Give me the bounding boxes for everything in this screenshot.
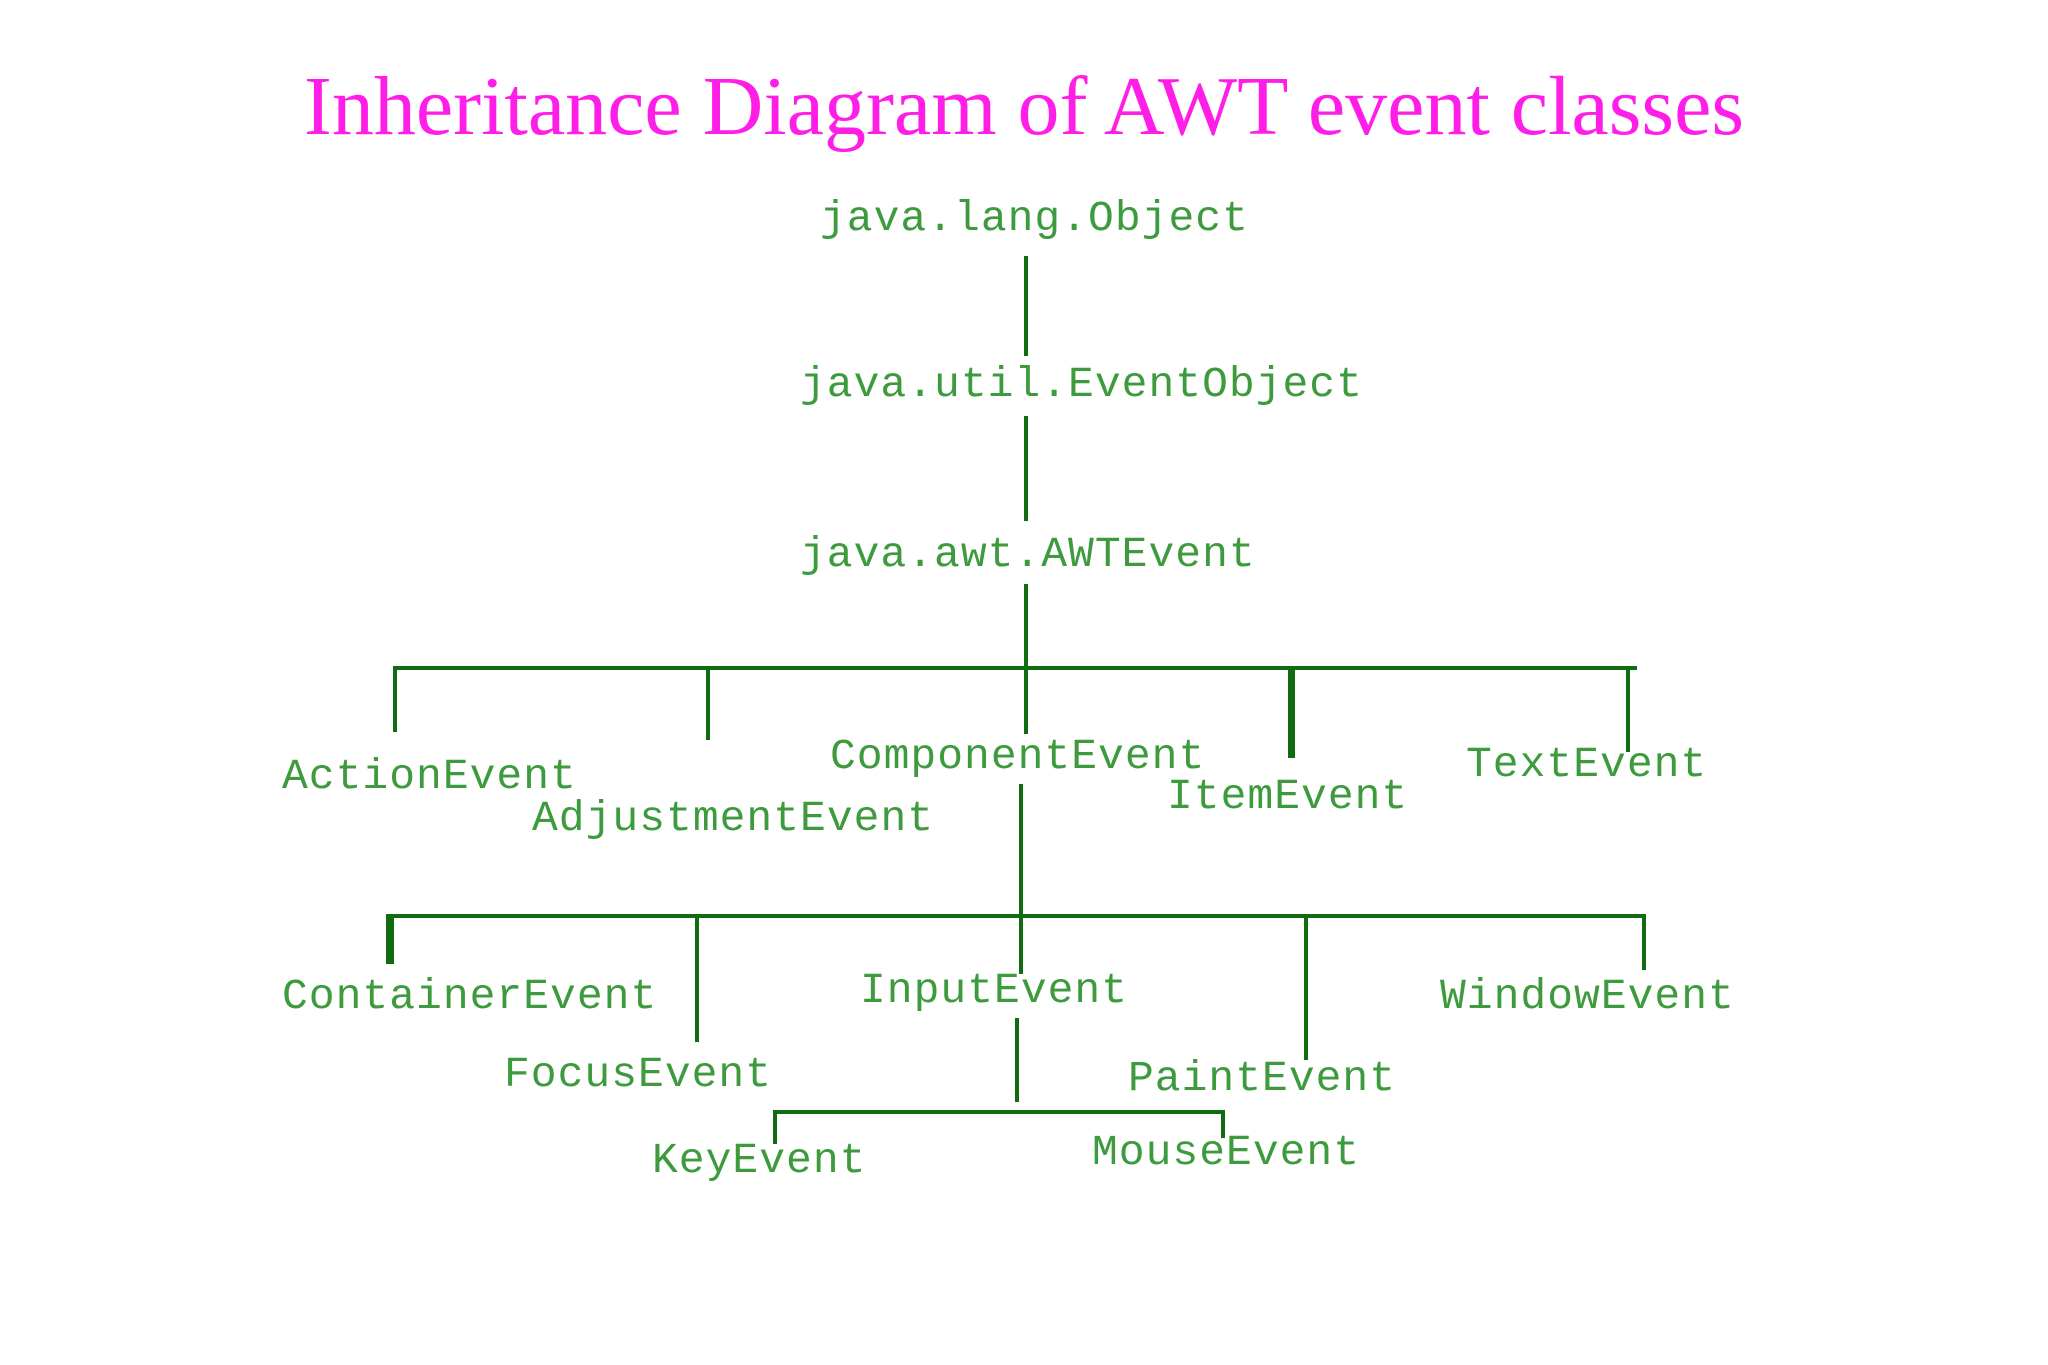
edge-to-paintevent	[1304, 914, 1308, 1060]
slide-title: Inheritance Diagram of AWT event classes	[303, 60, 1745, 153]
edge-to-itemevent	[1288, 666, 1295, 758]
edge-inputevent-crossbar	[773, 1110, 1225, 1114]
edge-to-keyevent	[773, 1110, 777, 1144]
node-java-awt-awtevent: java.awt.AWTEvent	[800, 530, 1256, 579]
node-textevent: TextEvent	[1466, 740, 1708, 789]
node-focusevent: FocusEvent	[504, 1050, 773, 1099]
node-actionevent: ActionEvent	[282, 752, 577, 801]
edge-eventobject-to-awtevent	[1024, 416, 1028, 521]
node-java-util-eventobject: java.util.EventObject	[800, 360, 1363, 409]
node-containerevent: ContainerEvent	[282, 972, 658, 1021]
node-adjustmentevent: AdjustmentEvent	[532, 794, 935, 843]
edge-to-textevent	[1626, 666, 1630, 752]
edge-to-componentevent	[1024, 666, 1028, 734]
edge-to-mouseevent	[1221, 1110, 1225, 1138]
node-java-lang-object: java.lang.Object	[820, 194, 1249, 243]
edge-to-containerevent	[386, 914, 394, 964]
edge-awtevent-crossbar	[393, 666, 1637, 670]
edge-to-inputevent	[1019, 914, 1023, 974]
edge-to-focusevent	[695, 914, 699, 1042]
node-paintevent: PaintEvent	[1128, 1054, 1397, 1103]
node-inputevent: InputEvent	[860, 966, 1129, 1015]
node-itemevent: ItemEvent	[1167, 772, 1409, 821]
edge-to-windowevent	[1642, 914, 1646, 970]
edge-inputevent-stem	[1015, 1018, 1019, 1102]
node-windowevent: WindowEvent	[1440, 972, 1735, 1021]
node-keyevent: KeyEvent	[652, 1136, 867, 1185]
edge-to-adjustmentevent	[706, 666, 710, 740]
edge-awtevent-stem	[1024, 584, 1028, 668]
node-mouseevent: MouseEvent	[1092, 1128, 1361, 1177]
node-componentevent: ComponentEvent	[830, 732, 1206, 781]
edge-object-to-eventobject	[1024, 256, 1028, 356]
edge-to-actionevent	[393, 666, 397, 732]
edge-componentevent-stem	[1019, 784, 1023, 916]
